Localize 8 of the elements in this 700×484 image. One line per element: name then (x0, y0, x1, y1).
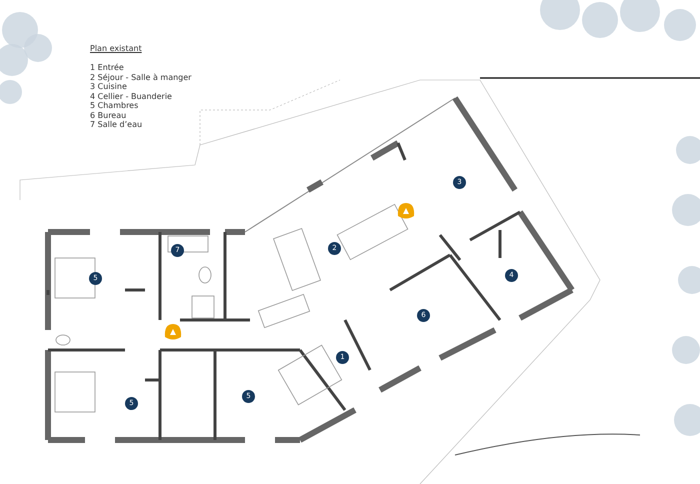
legend-item: 5 Chambres (90, 101, 138, 111)
legend-item: 4 Cellier - Buanderie (90, 92, 172, 102)
legend-item: 2 Séjour - Salle à manger (90, 72, 192, 82)
legend-item: 1 Entrée (90, 63, 124, 73)
legend-item: 6 Bureau (90, 110, 126, 120)
legend-item: 7 Salle d’eau (90, 120, 142, 130)
legend-item: 3 Cuisine (90, 82, 127, 92)
plan-title: Plan existant (90, 44, 142, 54)
